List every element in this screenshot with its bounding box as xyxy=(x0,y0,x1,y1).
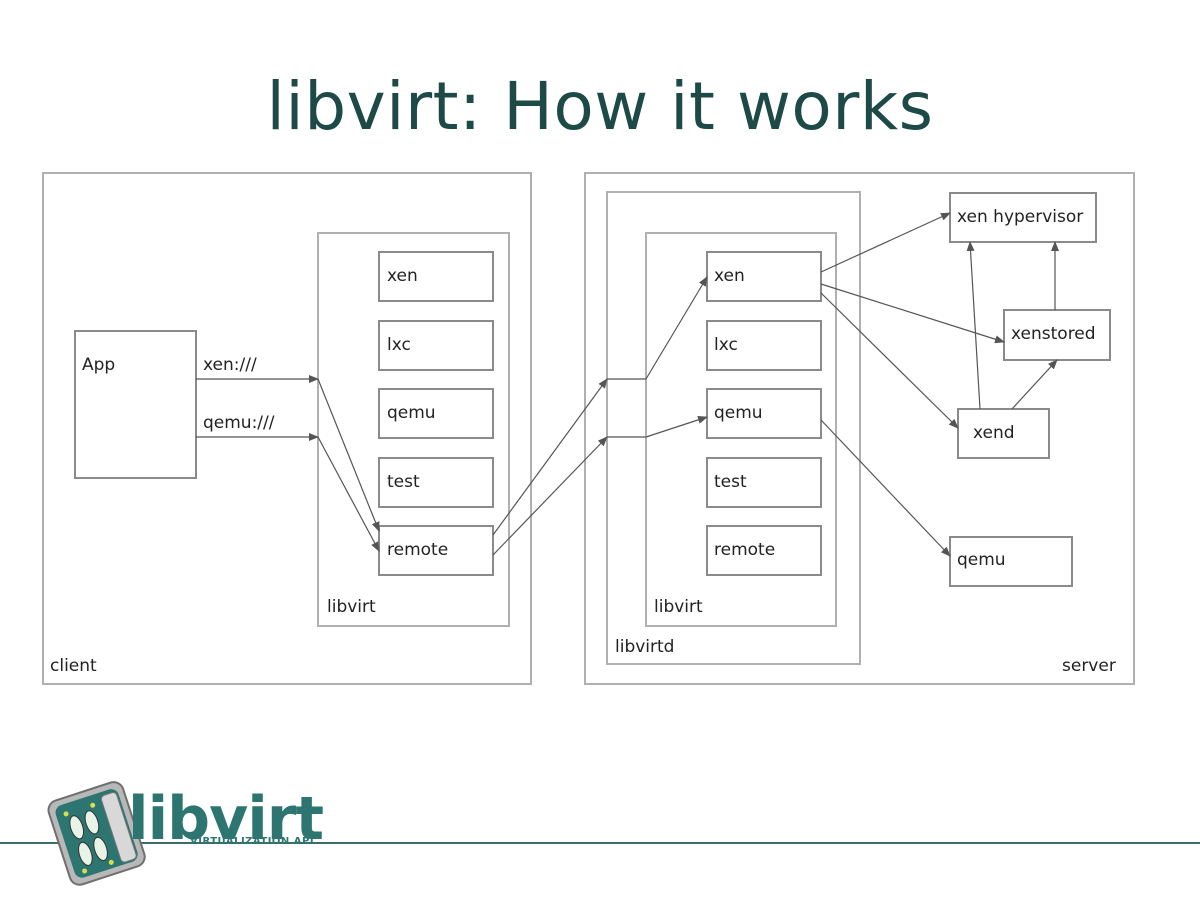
server-libvirt-frame xyxy=(645,232,837,627)
arrow-to-server-xen xyxy=(645,276,708,380)
client-driver-test-label: test xyxy=(387,472,420,492)
arrow-remote-libvirtd-1 xyxy=(492,378,608,536)
server-driver-xen-label: xen xyxy=(714,266,745,286)
libvirtd-label: libvirtd xyxy=(615,637,674,657)
client-libvirt-frame xyxy=(317,232,510,627)
client-driver-xen-label: xen xyxy=(387,266,418,286)
app-box xyxy=(74,330,197,479)
server-qemu-box xyxy=(949,536,1073,587)
logo-subtitle: VIRTUALIZATION API xyxy=(190,836,315,847)
app-label: App xyxy=(82,355,115,375)
page-title: libvirt: How it works xyxy=(266,68,934,145)
arrow-xend-to-xenstored xyxy=(1011,359,1058,410)
arrow-xen-to-hypervisor xyxy=(820,212,951,273)
server-driver-lxc-label: lxc xyxy=(714,335,738,355)
client-driver-qemu-label: qemu xyxy=(387,403,436,423)
server-driver-qemu-label: qemu xyxy=(714,403,763,423)
client-driver-qemu xyxy=(378,388,494,439)
server-driver-test xyxy=(706,457,822,508)
server-label: server xyxy=(1062,656,1116,676)
client-driver-lxc xyxy=(378,320,494,371)
arrow-xen-to-xend xyxy=(820,292,959,429)
server-driver-remote xyxy=(706,525,822,576)
footer-divider xyxy=(0,842,1200,844)
arrow-xen-to-xenstored xyxy=(820,283,1005,344)
client-driver-remote-label: remote xyxy=(387,540,448,560)
logo-wordmark: libvirt xyxy=(128,784,324,854)
uri-qemu: qemu:/// xyxy=(203,413,275,433)
arrow-to-server-qemu xyxy=(645,416,708,438)
server-libvirt-label: libvirt xyxy=(654,597,703,617)
libvirt-logo: libvirt VIRTUALIZATION API xyxy=(40,770,340,900)
client-label: client xyxy=(50,656,97,676)
xenstored-box xyxy=(1003,309,1111,361)
server-qemu-label: qemu xyxy=(957,550,1006,570)
server-driver-xen xyxy=(706,251,822,302)
client-driver-lxc-label: lxc xyxy=(387,335,411,355)
client-frame xyxy=(42,172,532,685)
server-driver-qemu xyxy=(706,388,822,439)
server-driver-lxc xyxy=(706,320,822,371)
server-driver-test-label: test xyxy=(714,472,747,492)
libvirtd-frame xyxy=(606,191,861,665)
server-frame xyxy=(584,172,1135,685)
xen-hypervisor-label: xen hypervisor xyxy=(957,207,1083,227)
xend-box xyxy=(957,408,1050,459)
arrow-xend-to-hypervisor xyxy=(966,241,981,410)
arrow-qemu-to-qemu xyxy=(820,419,951,557)
client-driver-test xyxy=(378,457,494,508)
xend-label: xend xyxy=(973,423,1015,443)
arrow-remote-libvirtd-2 xyxy=(492,436,608,556)
arrow-qemu-uri-remote xyxy=(317,436,380,552)
xenstored-label: xenstored xyxy=(1011,324,1096,344)
server-driver-remote-label: remote xyxy=(714,540,775,560)
uri-xen: xen:/// xyxy=(203,355,257,375)
client-driver-xen xyxy=(378,251,494,302)
libvirt-logo-icon xyxy=(47,781,146,886)
arrow-xen-uri-remote xyxy=(317,378,380,532)
client-libvirt-label: libvirt xyxy=(327,597,376,617)
